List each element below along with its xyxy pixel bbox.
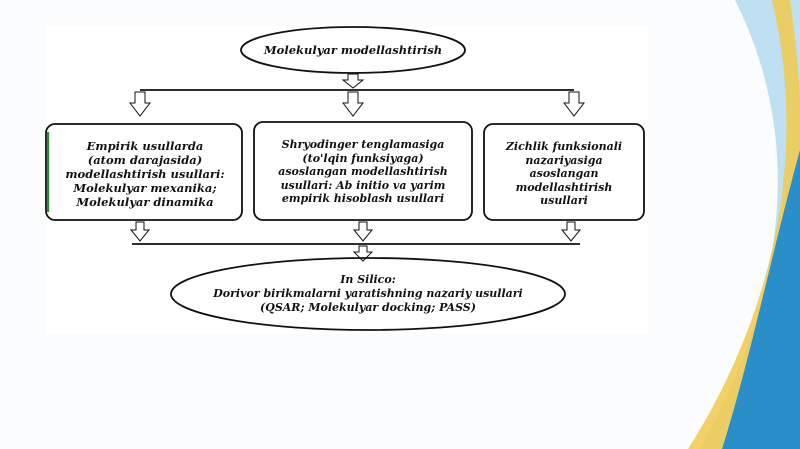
box-text-line: Zichlik funksionali xyxy=(505,140,623,154)
box-text-line: empirik hisoblash usullari xyxy=(281,192,445,206)
arrow-to-middle-box xyxy=(341,91,365,117)
in-silico-methods: (QSAR; Molekulyar docking; PASS) xyxy=(260,301,476,315)
in-silico-title: In Silico: xyxy=(340,272,396,286)
box-text-line: modellashtirish xyxy=(515,180,613,194)
right-box-shape xyxy=(483,123,645,221)
in-silico-description: Dorivor birikmalarni yaratishning nazari… xyxy=(213,286,523,300)
arrow-from-right-box xyxy=(560,221,582,242)
box-text-line: nazariyasiga xyxy=(525,153,603,167)
box-text-line: Molekulyar mexanika; xyxy=(73,181,217,195)
deco-blue-wave xyxy=(722,150,800,449)
box-text-line: Shryodinger tenglamasiga xyxy=(281,138,445,152)
schrodinger-methods-box: Shryodinger tenglamasiga (to'lqin funksi… xyxy=(256,125,470,219)
box-text-line: asoslangan xyxy=(529,167,599,181)
arrow-top-down xyxy=(341,73,365,89)
box-text-line: asoslangan modellashtirish xyxy=(278,165,448,179)
box-text-line: Empirik usullarda xyxy=(86,138,204,153)
box-text-line: (atom darajasida) xyxy=(87,152,203,167)
middle-box-shape xyxy=(253,121,473,221)
top-node-shape xyxy=(240,26,466,74)
empirical-methods-box: Empirik usullarda (atom darajasida) mode… xyxy=(50,128,240,220)
dft-methods-box: Zichlik funksionali nazariyasiga asoslan… xyxy=(486,129,642,219)
in-silico-node: In Silico: Dorivor birikmalarni yaratish… xyxy=(172,264,564,324)
arrow-to-right-box xyxy=(562,91,586,117)
arrow-to-left-box xyxy=(128,91,152,117)
box-text-line: usullari xyxy=(540,194,588,208)
arrow-to-bottom-node xyxy=(352,245,374,262)
top-node-label: Molekulyar modellashtirish xyxy=(263,42,443,57)
arrow-from-middle-box xyxy=(352,221,374,242)
box-text-line: (to'lqin funksiyaga) xyxy=(302,151,424,165)
left-box-shape xyxy=(45,123,243,221)
box-text-line: modellashtirish usullari: xyxy=(65,166,225,181)
box-text-line: Molekulyar dinamika xyxy=(76,195,214,210)
bottom-node-shape xyxy=(170,257,566,331)
box-text-line: usullari: Ab initio va yarim xyxy=(280,178,446,192)
arrow-from-left-box xyxy=(129,221,151,242)
diagram-canvas xyxy=(46,26,648,334)
